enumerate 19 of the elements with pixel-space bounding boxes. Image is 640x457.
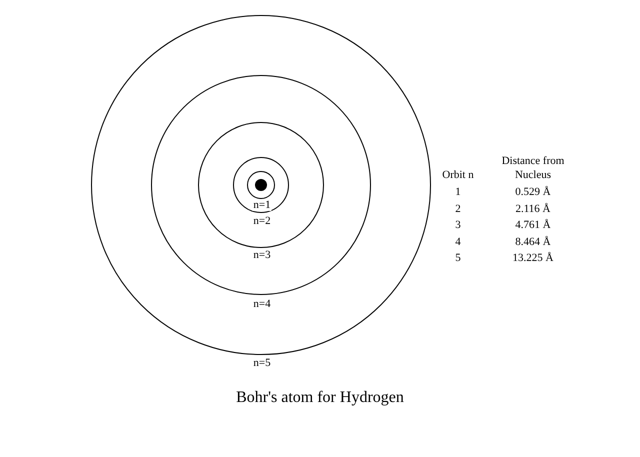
orbit-number: 3	[454, 218, 462, 232]
orbit-label: n=4	[252, 298, 272, 310]
orbit-label: n=1	[252, 199, 272, 211]
orbit-number: 4	[454, 234, 462, 248]
orbit-number: 2	[454, 202, 462, 216]
orbit-number: 5	[454, 251, 462, 265]
nucleus-dot	[255, 179, 267, 191]
column-header: Orbit n	[441, 168, 475, 182]
orbit-label: n=2	[252, 215, 272, 227]
distance-value: 8.464 Å	[514, 234, 552, 248]
caption: Bohr's atom for Hydrogen	[235, 389, 405, 407]
orbit-number: 1	[454, 185, 462, 199]
column-header: Distance from Nucleus	[500, 154, 566, 182]
distance-value: 2.116 Å	[514, 202, 552, 216]
distance-value: 13.225 Å	[512, 251, 554, 265]
orbit-label: n=3	[252, 249, 272, 261]
distance-value: 4.761 Å	[514, 218, 552, 232]
orbit-label: n=5	[252, 357, 272, 369]
distance-value: 0.529 Å	[514, 185, 552, 199]
